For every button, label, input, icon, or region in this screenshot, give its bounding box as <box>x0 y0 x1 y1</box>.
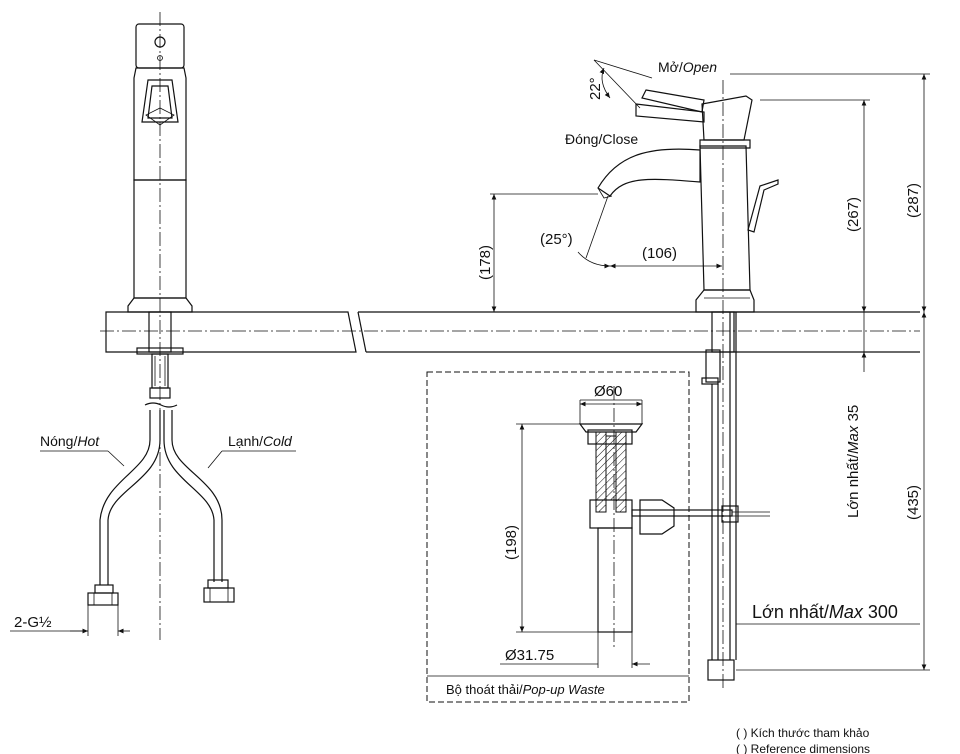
countertop <box>100 311 920 353</box>
cold-label: Lạnh/Cold <box>228 433 293 449</box>
dim-106-label: (106) <box>642 245 677 262</box>
dim-287-label: (287) <box>905 183 922 218</box>
faucet-front-view <box>10 12 296 640</box>
max-300-label: Lớn nhất/Max 300 <box>752 602 898 622</box>
note-reference-en: ( ) Reference dimensions <box>736 742 870 754</box>
note-reference-vi: ( ) Kích thước tham khảo <box>736 726 870 740</box>
dim-3175-label: Ø31.75 <box>505 647 554 664</box>
dim-60-label: Ø60 <box>594 383 622 400</box>
hot-label: Nóng/Hot <box>40 433 100 449</box>
open-label: Mở/Open <box>658 59 717 75</box>
max-35-label: Lớn nhất/Max 35 <box>845 405 862 518</box>
close-label: Đóng/Close <box>565 131 638 147</box>
dim-198-label: (198) <box>503 525 520 560</box>
angle-indicators <box>577 59 653 269</box>
dim-267-label: (267) <box>845 197 862 232</box>
popup-waste <box>426 371 770 703</box>
dim-178-label: (178) <box>477 245 494 280</box>
dimension-lines <box>490 73 930 671</box>
angle-22-label: 22° <box>587 77 604 100</box>
dim-435-label: (435) <box>905 485 922 520</box>
angle-25-label: (25°) <box>540 231 573 248</box>
thread-label: 2-G½ <box>14 614 52 631</box>
faucet-side-view <box>597 80 779 690</box>
popup-waste-label: Bộ thoát thải/Pop-up Waste <box>446 682 605 697</box>
